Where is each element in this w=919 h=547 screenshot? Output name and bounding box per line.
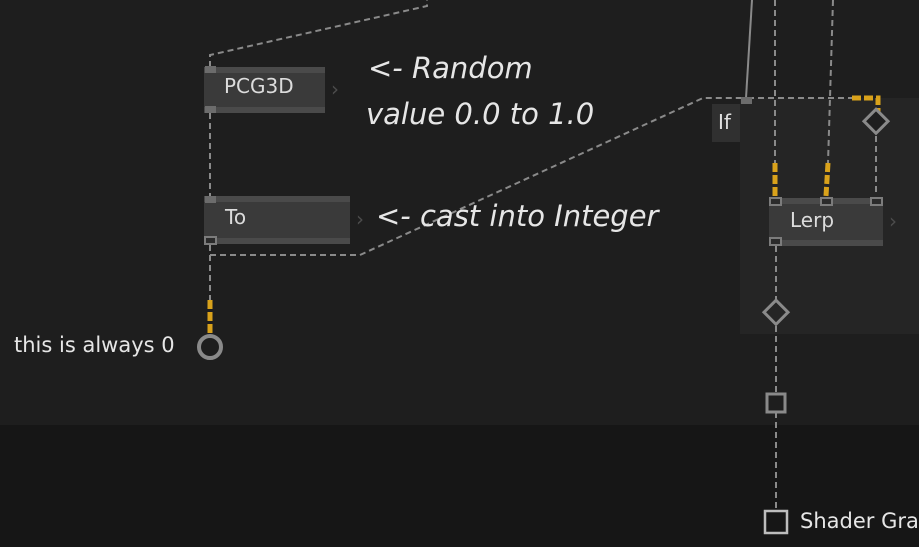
comment-random-line1: <- Random — [368, 51, 533, 85]
square-pin — [765, 392, 787, 414]
to-label: To — [225, 205, 247, 229]
lerp-input-pin-1[interactable] — [769, 197, 782, 206]
node-bottom-bar — [204, 107, 325, 113]
pcg3d-label: PCG3D — [224, 74, 294, 98]
shader-square-pin — [763, 509, 789, 535]
output-circle-pin — [197, 334, 223, 360]
to-input-pin[interactable] — [205, 196, 216, 203]
node-top-bar — [204, 196, 350, 202]
chevron-right-icon[interactable]: › — [331, 77, 339, 101]
active-wire-lerp-in2 — [823, 162, 831, 197]
active-wire-if-corner — [852, 95, 881, 112]
if-diamond-pin-top — [861, 107, 891, 136]
if-input-pin[interactable] — [741, 97, 752, 104]
comment-random-line2: value 0.0 to 1.0 — [366, 97, 595, 131]
lerp-input-pin-2[interactable] — [820, 197, 833, 206]
wire-to-if — [209, 97, 748, 256]
wire-lerp-in2 — [827, 0, 834, 164]
node-bottom-bar — [204, 238, 350, 244]
output-label: this is always 0 — [14, 333, 175, 357]
wire-input-pcg3d — [209, 0, 428, 67]
to-output-pin[interactable] — [204, 236, 217, 245]
if-label: If — [718, 110, 731, 134]
chevron-right-icon[interactable]: › — [356, 207, 364, 231]
if-diamond-pin-bottom — [761, 298, 791, 327]
lerp-label: Lerp — [790, 208, 835, 232]
chevron-right-icon[interactable]: › — [889, 209, 897, 233]
node-bottom-bar — [769, 240, 883, 246]
pcg3d-output-pin[interactable] — [205, 106, 216, 113]
if-node[interactable]: If — [712, 104, 740, 142]
comment-cast: <- cast into Integer — [376, 199, 659, 233]
lerp-input-pin-3[interactable] — [870, 197, 883, 206]
lerp-output-pin[interactable] — [769, 237, 782, 246]
pcg3d-node[interactable]: PCG3D — [204, 67, 325, 113]
shader-graph-label: Shader Gra — [800, 509, 919, 533]
lerp-node[interactable]: Lerp — [769, 198, 883, 246]
pcg3d-input-pin[interactable] — [205, 66, 216, 73]
node-top-bar — [204, 67, 325, 73]
wire-if-up — [745, 0, 753, 99]
to-node[interactable]: To — [204, 196, 350, 244]
